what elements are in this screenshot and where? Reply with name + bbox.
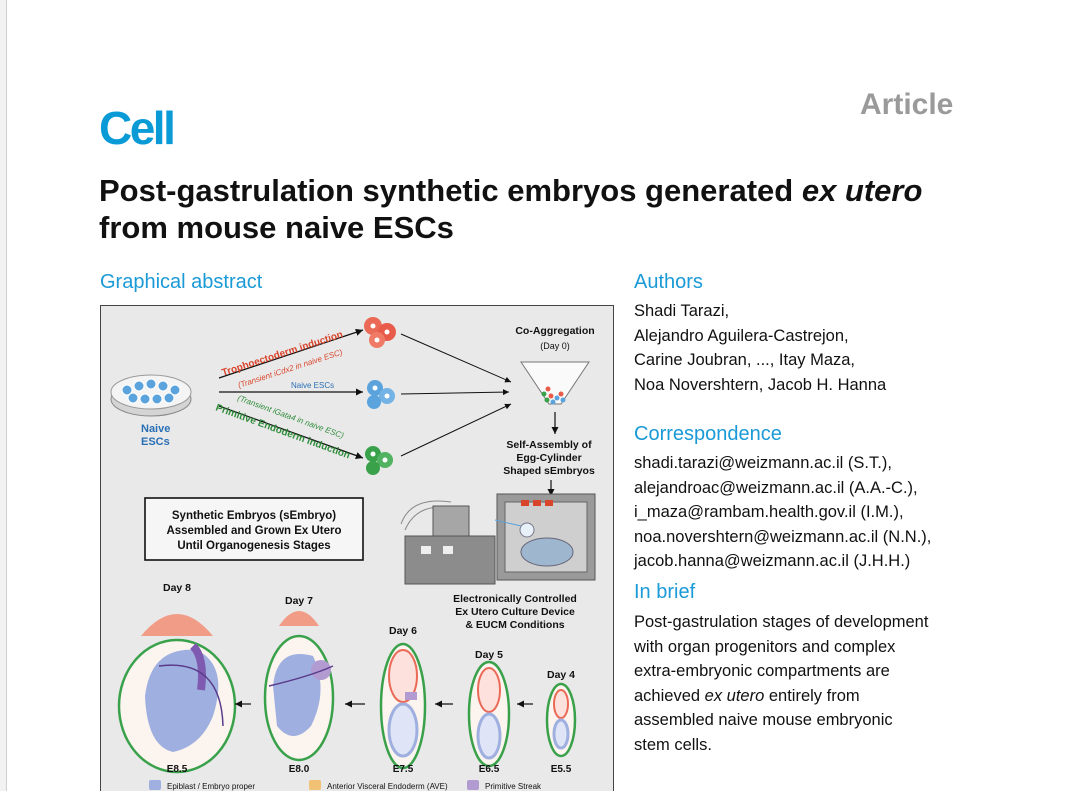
email-link[interactable]: noa.novershtern@weizmann.ac.il (N.N.), — [634, 527, 932, 546]
embryo-e75-icon — [379, 642, 427, 770]
day5-label: Day 5 — [475, 649, 503, 661]
stage-e85-label: E8.5 — [167, 764, 188, 775]
synthetic-box-line-1: Synthetic Embryos (sEmbryo) — [172, 510, 336, 522]
self-assembly-label-3: Shaped sEmbryos — [503, 465, 595, 477]
day7-label: Day 7 — [285, 595, 313, 607]
legend-swatch-epiblast — [149, 780, 161, 790]
author-line: Carine Joubran, ..., Itay Maza, — [634, 351, 856, 369]
trophoectoderm-cells-icon — [364, 317, 396, 348]
journal-logo: Cell — [99, 102, 176, 154]
correspondence-heading: Correspondence — [634, 423, 782, 445]
self-assembly-label-1: Self-Assembly of — [506, 439, 592, 451]
author-line: Alejandro Aguilera-Castrejon, — [634, 326, 849, 345]
stage-e65-label: E6.5 — [479, 764, 500, 775]
in-brief-heading: In brief — [634, 581, 696, 603]
correspondence-list: shadi.tarazi@weizmann.ac.il (S.T.), alej… — [634, 451, 931, 574]
naive-escs-arrow-label: Naive ESCs — [291, 381, 334, 390]
self-assembly-label-2: Egg-Cylinder — [516, 452, 581, 464]
authors-list: Shadi Tarazi, Alejandro Aguilera-Castrej… — [634, 299, 886, 397]
email-link[interactable]: jacob.hanna@weizmann.ac.il (J.H.H.) — [634, 552, 911, 570]
stage-e55-label: E5.5 — [551, 764, 572, 775]
article-type-label: Article — [860, 88, 954, 121]
email-link[interactable]: shadi.tarazi@weizmann.ac.il (S.T.), — [634, 454, 892, 472]
document-page: Cell Article Post-gastrulation synthetic… — [6, 0, 1080, 791]
culture-device-icon — [400, 493, 596, 585]
graphical-abstract-heading: Graphical abstract — [100, 271, 263, 293]
day0-label: (Day 0) — [540, 341, 570, 351]
author-line: Shadi Tarazi, — [634, 302, 730, 320]
day8-label: Day 8 — [163, 582, 191, 594]
in-brief-text: Post-gastrulation stages of development … — [634, 613, 929, 754]
legend-swatch-ave — [309, 780, 321, 790]
synthetic-box-line-2: Assembled and Grown Ex Utero — [166, 525, 341, 537]
synthetic-box-line-3: Until Organogenesis Stages — [177, 540, 330, 552]
stage-e80-label: E8.0 — [289, 764, 310, 775]
graphical-abstract-figure: Naive ESCs Trophoectoderm induction (Tra… — [100, 305, 614, 791]
legend-epiblast-label: Epiblast / Embryo proper — [167, 782, 255, 791]
authors-heading: Authors — [634, 271, 703, 293]
embryo-e55-icon — [545, 682, 577, 758]
embryo-e85-icon — [117, 614, 237, 774]
embryo-e65-icon — [467, 660, 511, 768]
device-label-3: & EUCM Conditions — [465, 619, 564, 631]
naive-escs-label-1: Naive — [141, 423, 170, 435]
embryo-e80-icon — [263, 611, 335, 762]
email-link[interactable]: i_maza@rambam.health.gov.il (I.M.), — [634, 503, 904, 521]
stage-e75-label: E7.5 — [393, 764, 414, 775]
legend-ave-label: Anterior Visceral Endoderm (AVE) — [327, 782, 448, 791]
email-link[interactable]: alejandroac@weizmann.ac.il (A.A.-C.), — [634, 478, 918, 497]
primitive-endoderm-cells-icon — [365, 446, 393, 475]
author-line: Noa Novershtern, Jacob H. Hanna — [634, 375, 887, 394]
naive-escs-label-2: ESCs — [141, 436, 170, 448]
day6-label: Day 6 — [389, 625, 417, 637]
legend-swatch-ps — [467, 780, 479, 790]
day4-label: Day 4 — [547, 669, 575, 681]
aggregation-well-icon — [520, 361, 590, 405]
legend-ps-label: Primitive Streak — [485, 782, 542, 791]
device-label-1: Electronically Controlled — [453, 593, 577, 605]
paper-title: Post-gastrulation synthetic embryos gene… — [99, 173, 923, 245]
naive-esc-cells-icon — [367, 380, 395, 409]
device-label-2: Ex Utero Culture Device — [455, 606, 575, 618]
petri-dish-icon — [110, 374, 192, 417]
co-aggregation-label: Co-Aggregation — [515, 325, 594, 337]
